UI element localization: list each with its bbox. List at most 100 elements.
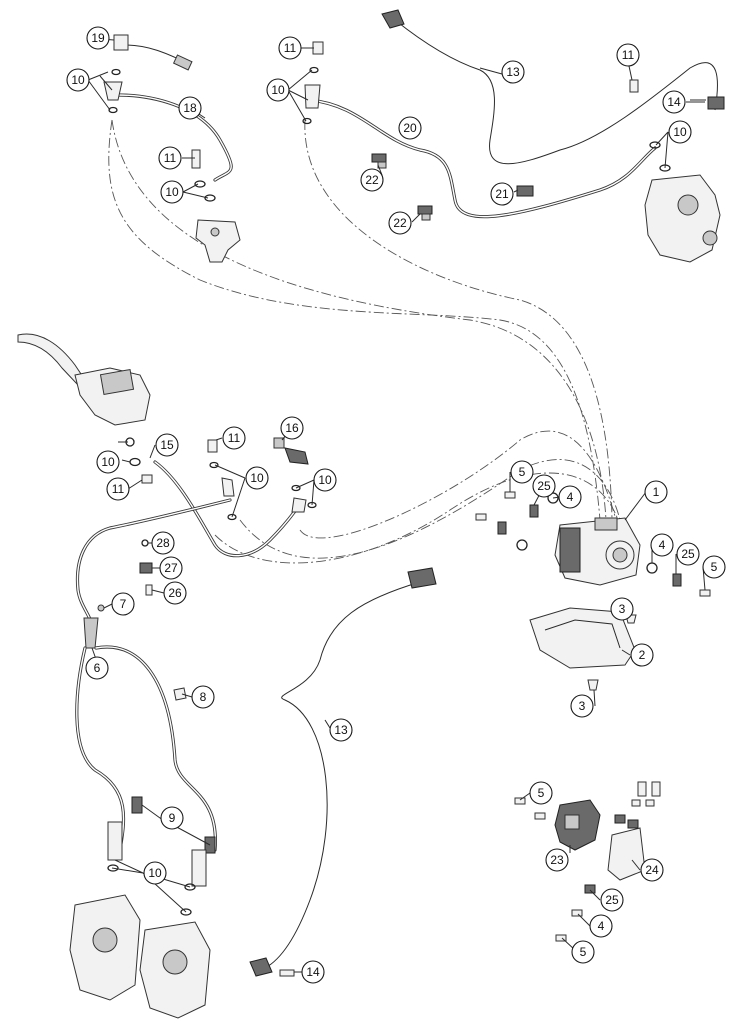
callout-4: 4: [650, 533, 674, 557]
callout-9: 9: [160, 806, 184, 830]
callout-13-text: 13: [506, 65, 520, 79]
callout-10-text: 10: [101, 455, 115, 469]
callout-8-text: 8: [200, 690, 207, 704]
callout-23: 23: [545, 848, 569, 872]
callout-5-text: 5: [519, 465, 526, 479]
callout-25: 25: [532, 474, 556, 498]
callout-21-text: 21: [495, 187, 509, 201]
callout-10-text: 10: [271, 83, 285, 97]
front-caliper-group: [69, 617, 217, 1019]
callout-18-text: 18: [183, 101, 197, 115]
callout-15-text: 15: [160, 438, 174, 452]
callout-8: 8: [191, 685, 215, 709]
grommet: [139, 562, 153, 574]
hose-junction: [83, 617, 99, 649]
callout-1: 1: [644, 480, 668, 504]
callout-11-text: 11: [164, 151, 177, 165]
front-master-cylinder-group: [17, 333, 317, 627]
callout-27-text: 27: [164, 561, 178, 575]
callout-25-text: 25: [681, 547, 695, 561]
callout-3-text: 3: [619, 602, 626, 616]
callout-22: 22: [388, 211, 412, 235]
callout-26-text: 26: [168, 586, 182, 600]
callout-11: 11: [278, 36, 302, 60]
routing-lines: [108, 119, 621, 564]
callout-14: 14: [662, 90, 686, 114]
callout-10: 10: [143, 861, 167, 885]
callout-10: 10: [96, 450, 120, 474]
front-wheel-speed-sensor: [249, 957, 273, 977]
callout-10: 10: [266, 78, 290, 102]
callout-22-text: 22: [365, 173, 379, 187]
callout-11: 11: [616, 43, 640, 67]
banjo-fitting-rear: [304, 84, 321, 109]
callout-25-text: 25: [605, 893, 619, 907]
callout-3: 3: [610, 597, 634, 621]
callout-9-text: 9: [169, 811, 176, 825]
callout-21: 21: [490, 182, 514, 206]
callout-10: 10: [668, 120, 692, 144]
callout-6: 6: [85, 656, 109, 680]
callout-13-text: 13: [334, 723, 348, 737]
callout-4: 4: [558, 485, 582, 509]
callout-4-text: 4: [567, 490, 574, 504]
callout-25: 25: [600, 888, 624, 912]
callout-1-text: 1: [653, 485, 660, 499]
callout-5-text: 5: [711, 560, 718, 574]
sensor-connector: [172, 54, 193, 71]
callout-16-text: 16: [285, 421, 299, 435]
callout-10: 10: [245, 466, 269, 490]
callout-24-text: 24: [645, 863, 659, 877]
callout-5: 5: [702, 555, 726, 579]
bleed-valve-a: [371, 153, 387, 169]
callout-10-text: 10: [71, 73, 85, 87]
callout-11: 11: [106, 477, 130, 501]
callout-10-text: 10: [673, 125, 687, 139]
callout-5: 5: [510, 460, 534, 484]
callout-4-text: 4: [659, 538, 666, 552]
callout-25-text: 25: [537, 479, 551, 493]
wheel-speed-sensor: [381, 9, 405, 29]
callout-5: 5: [529, 781, 553, 805]
control-unit-group: [514, 781, 661, 942]
callout-5-text: 5: [580, 945, 587, 959]
callout-11-text: 11: [228, 431, 241, 445]
control-unit-bracket: [607, 827, 646, 881]
callout-20-text: 20: [403, 121, 417, 135]
rear-caliper: [644, 174, 721, 263]
callout-7-text: 7: [120, 597, 127, 611]
callout-15: 15: [155, 433, 179, 457]
callout-26: 26: [163, 581, 187, 605]
callout-11-text: 11: [112, 482, 125, 496]
callout-2: 2: [630, 643, 654, 667]
leader-lines: [87, 37, 706, 973]
callout-4: 4: [589, 914, 613, 938]
callout-23-text: 23: [550, 853, 564, 867]
callout-20: 20: [398, 116, 422, 140]
callout-3-text: 3: [579, 699, 586, 713]
banjo-fitting: [103, 81, 123, 101]
callout-10-text: 10: [318, 473, 332, 487]
callout-22-text: 22: [393, 216, 407, 230]
callout-14: 14: [301, 960, 325, 984]
callout-27: 27: [159, 556, 183, 580]
callout-10-text: 10: [148, 866, 162, 880]
callout-4-text: 4: [598, 919, 605, 933]
brake-lever: [17, 333, 86, 386]
callout-14-text: 14: [306, 965, 320, 979]
callout-18: 18: [178, 96, 202, 120]
callout-10: 10: [66, 68, 90, 92]
sensor-plug: [407, 567, 437, 589]
callout-labels: 19 10 18 11 10 11 10 13 20 11 14 10 22 2…: [66, 26, 726, 984]
callout-10: 10: [313, 468, 337, 492]
callout-28: 28: [151, 531, 175, 555]
callout-19-text: 19: [91, 31, 105, 45]
callout-13: 13: [329, 718, 353, 742]
callout-5-text: 5: [538, 786, 545, 800]
callout-10-text: 10: [165, 185, 179, 199]
callout-24: 24: [640, 858, 664, 882]
callout-10-text: 10: [250, 471, 264, 485]
callout-25: 25: [676, 542, 700, 566]
rear-hose-group: [302, 9, 725, 263]
